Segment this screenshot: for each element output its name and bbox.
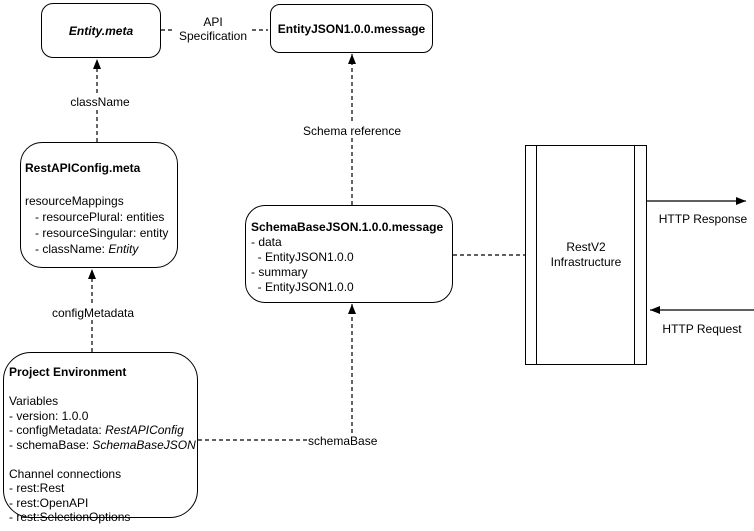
node-line: - rest:Rest	[9, 481, 65, 495]
edge-label-schemabase: schemaBase	[308, 434, 378, 448]
node-restapiconfig-meta: RestAPIConfig.meta resourceMappings - re…	[20, 142, 178, 268]
node-title: EntityJSON1.0.0.message	[277, 21, 426, 36]
edge-schemabase-arrow	[198, 304, 356, 441]
node-title: Entity.meta	[68, 23, 134, 38]
node-line: - rest:SelectionOptions	[9, 510, 131, 524]
node-title: RestAPIConfig.meta	[25, 161, 141, 175]
node-entity-meta: Entity.meta	[41, 3, 161, 58]
node-entityjson-message: EntityJSON1.0.0.message	[270, 4, 433, 53]
node-line: resourceMappings	[25, 194, 124, 208]
node-line: - EntityJSON1.0.0	[251, 250, 354, 264]
node-line: - summary	[251, 265, 308, 279]
edge-label-schema-reference: Schema reference	[302, 124, 402, 138]
node-line: - configMetadata: RestAPIConfig	[9, 423, 184, 437]
node-title: SchemaBaseJSON.1.0.0.message	[251, 220, 444, 234]
edge-label-http-response: HTTP Response	[657, 212, 749, 226]
node-line	[9, 452, 195, 467]
node-line: - version: 1.0.0	[9, 408, 89, 423]
node-project-environment: Project Environment Variables - version:…	[3, 352, 198, 524]
process-bar-right	[634, 146, 635, 364]
node-line: - className: Entity	[25, 242, 139, 256]
node-title: RestV2 Infrastructure	[550, 240, 622, 269]
node-line: - resourceSingular: entity	[25, 226, 169, 240]
node-schemabasejson-message: SchemaBaseJSON.1.0.0.message - data - En…	[245, 205, 453, 303]
process-bar-left	[536, 146, 537, 364]
node-line: - rest:OpenAPI	[9, 495, 89, 510]
edge-label-classname: className	[58, 95, 142, 109]
node-line: Channel connections	[9, 466, 122, 481]
edge-label-configmetadata: configMetadata	[47, 306, 139, 320]
node-line: - data	[251, 235, 282, 249]
edge-label-http-request: HTTP Request	[658, 322, 746, 336]
node-line: Variables	[9, 394, 59, 408]
node-restv2-infrastructure: RestV2 Infrastructure	[525, 145, 647, 365]
node-line: - schemaBase: SchemaBaseJSON	[9, 437, 196, 452]
node-line: - resourcePlural: entities	[25, 210, 165, 224]
edge-label-api-specification: API Specification	[174, 15, 252, 43]
node-line: - EntityJSON1.0.0	[251, 280, 354, 294]
node-title: Project Environment	[9, 365, 127, 379]
